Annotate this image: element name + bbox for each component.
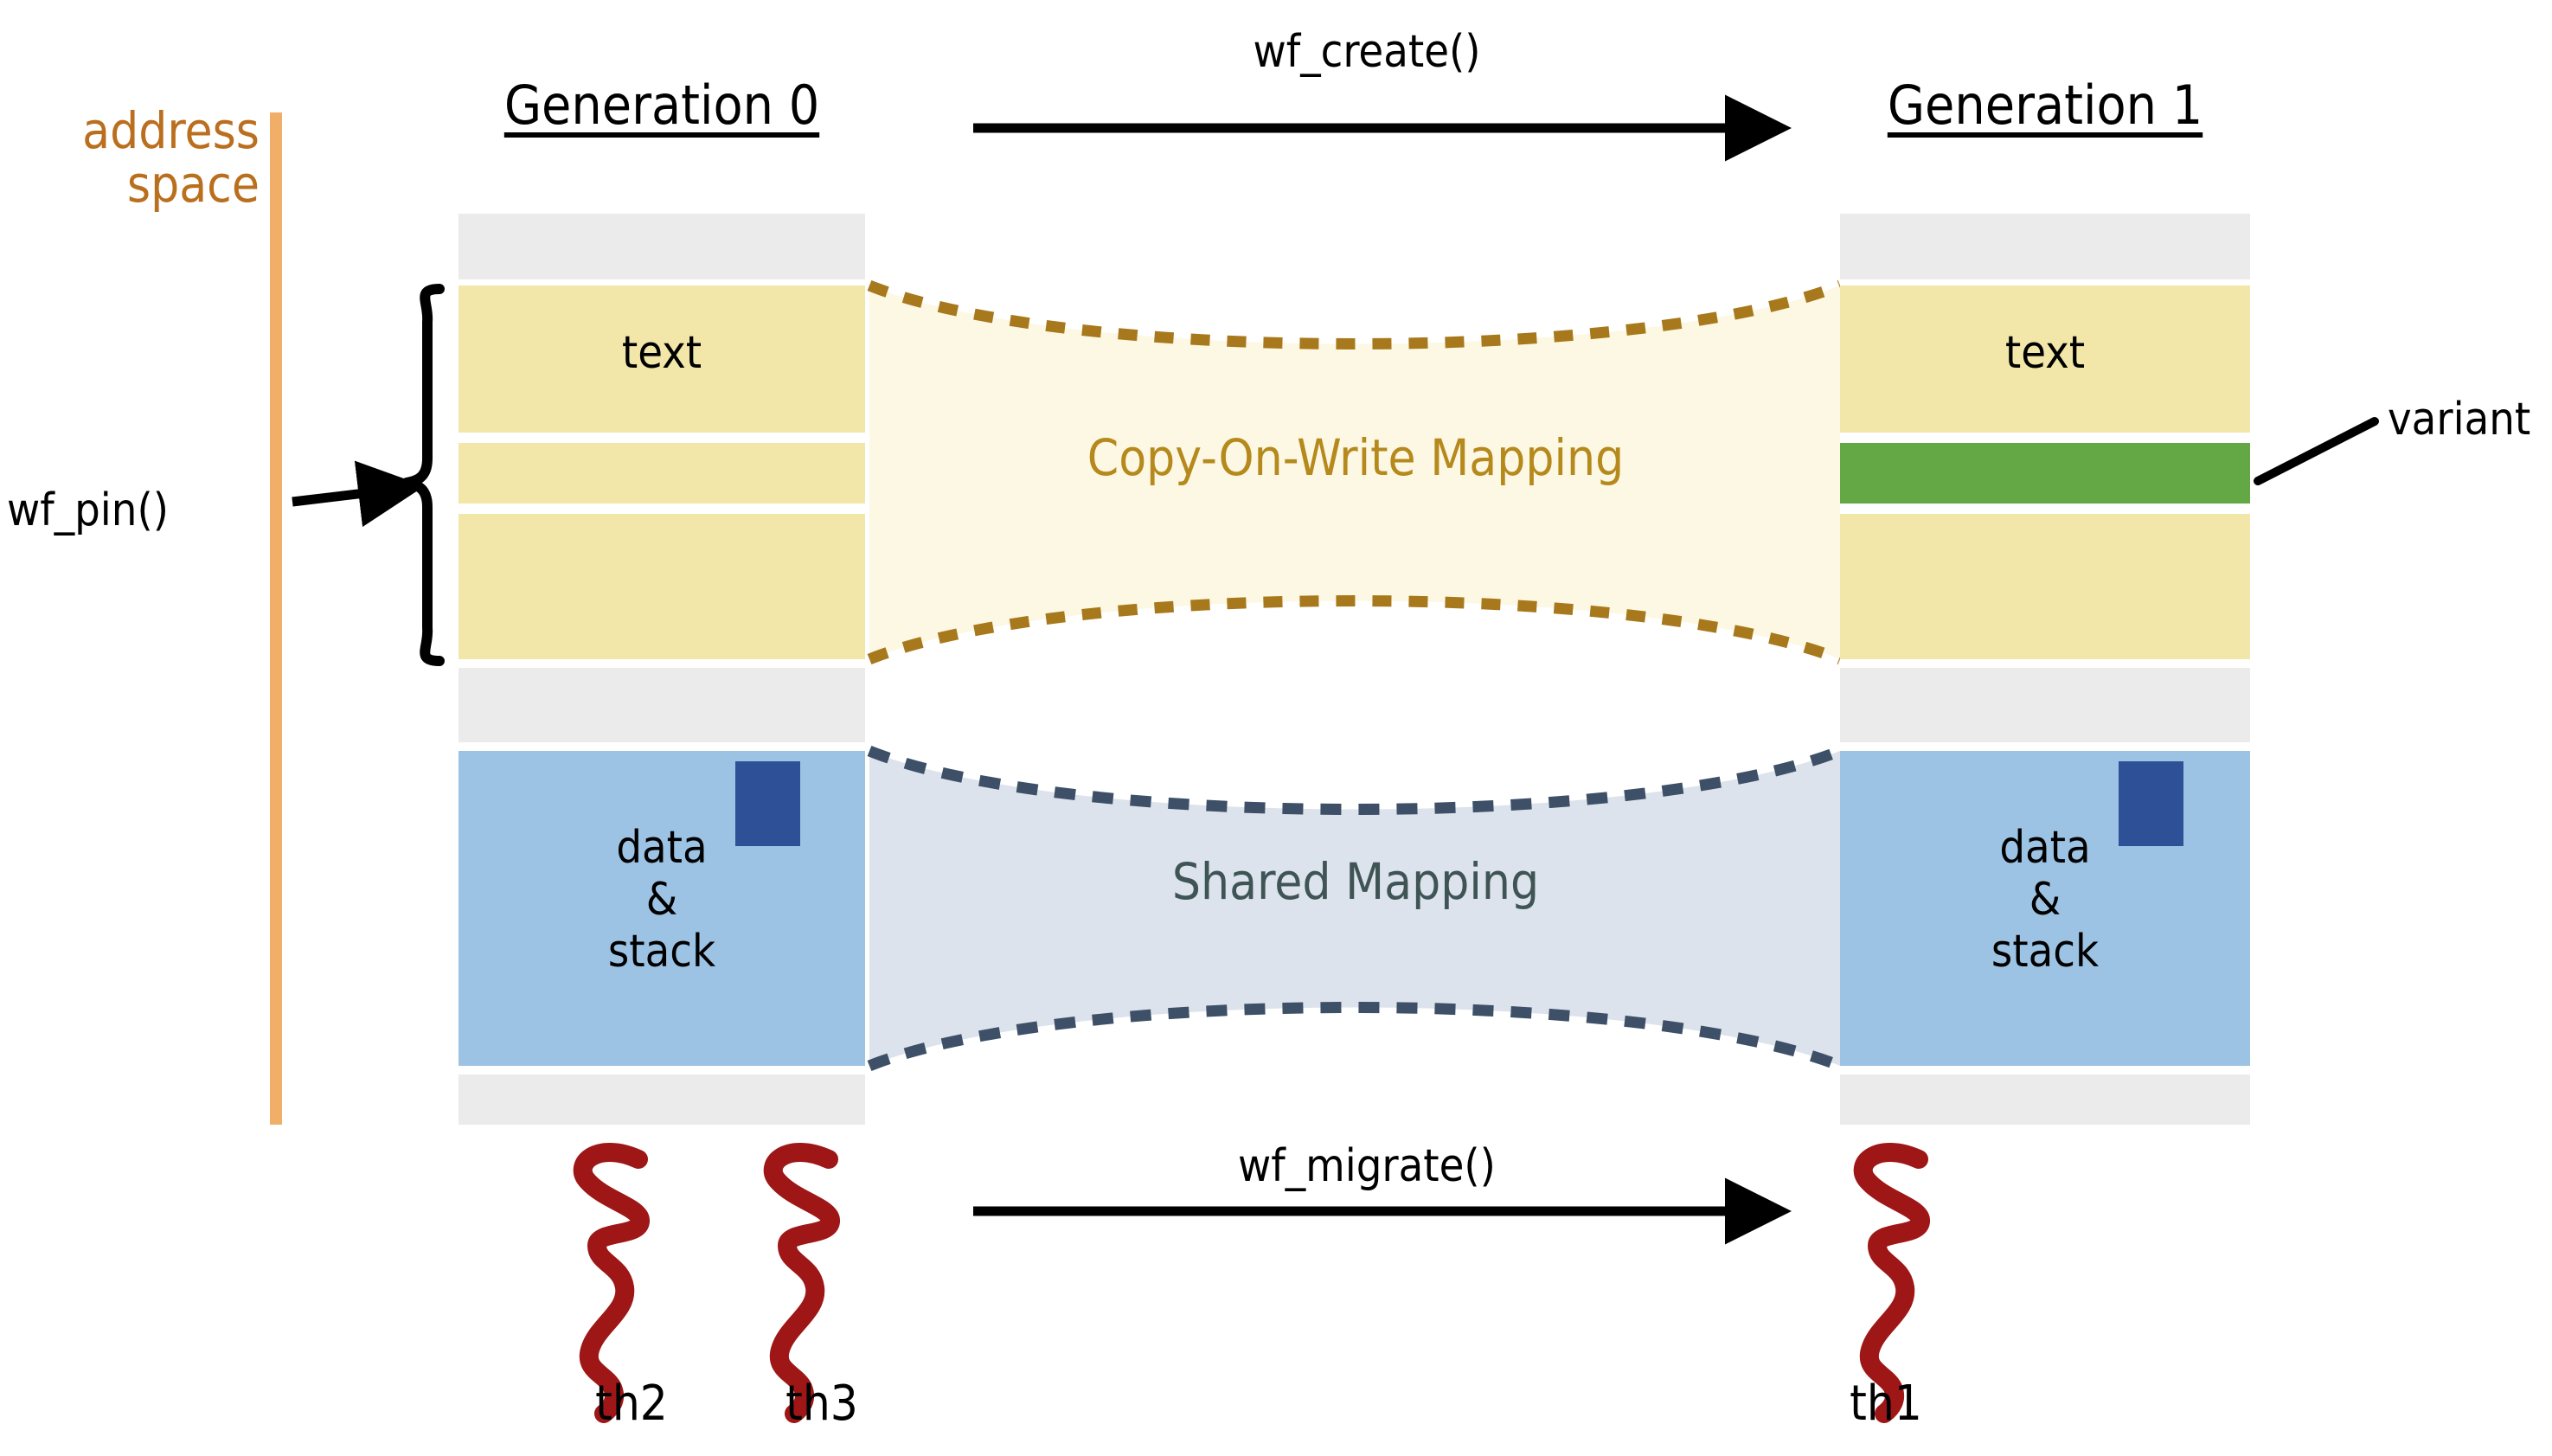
gen1-block-variant-slot (1840, 443, 2250, 504)
gen1-block-lower-text (1840, 514, 2250, 659)
shared-mapping-top-border (867, 745, 1843, 815)
gen1-block-bottom-padding (1840, 1074, 2250, 1125)
wf-pin-arrow (292, 460, 425, 528)
gen1-block-text: text (1840, 285, 2250, 433)
gen0-data-marker (735, 761, 800, 846)
gen1-block-gap (1840, 668, 2250, 742)
cow-mapping-bottom-border (867, 595, 1843, 665)
thread-squiggle-th3 (763, 1142, 840, 1423)
thread-label-th3: th3 (785, 1376, 858, 1432)
thread-label-th1: th1 (1850, 1376, 1922, 1432)
gen0-block-data-stack: data & stack (458, 751, 865, 1066)
gen1-text-label: text (2004, 327, 2086, 379)
wf-migrate-label: wf_migrate() (1238, 1140, 1496, 1192)
variant-label: variant (2388, 394, 2531, 446)
generation-1-title: Generation 1 (1887, 74, 2203, 137)
gen1-block-data-stack: data & stack (1840, 751, 2250, 1066)
variant-leader-line (2254, 417, 2379, 485)
thread-squiggle-th2 (573, 1142, 650, 1423)
gen0-block-bottom-padding (458, 1074, 865, 1125)
gen0-block-middle-slot (458, 443, 865, 504)
address-space-label: address space (82, 101, 260, 214)
gen1-block-top-padding (1840, 214, 2250, 279)
gen1-data-marker (2119, 761, 2183, 846)
gen0-block-lower-text (458, 514, 865, 659)
gen0-block-text: text (458, 285, 865, 433)
shared-mapping-label: Shared Mapping (1171, 852, 1540, 911)
cow-mapping-label: Copy-On-Write Mapping (1087, 428, 1625, 487)
gen0-block-top-padding (458, 214, 865, 279)
pinned-region-brace (401, 284, 445, 666)
wf-pin-label: wf_pin() (7, 484, 169, 536)
thread-label-th2: th2 (595, 1376, 668, 1432)
shared-mapping-bottom-border (867, 1002, 1843, 1072)
gen0-block-gap (458, 668, 865, 742)
wf-create-label: wf_create() (1253, 26, 1481, 78)
gen0-text-label: text (621, 327, 702, 379)
gen1-data-stack-label: data & stack (1991, 822, 2100, 978)
gen0-data-stack-label: data & stack (607, 822, 716, 978)
thread-squiggle-th1 (1853, 1142, 1930, 1423)
cow-mapping-top-border (867, 279, 1843, 350)
address-space-axis-bar (270, 112, 282, 1125)
generation-0-title: Generation 0 (503, 74, 820, 137)
